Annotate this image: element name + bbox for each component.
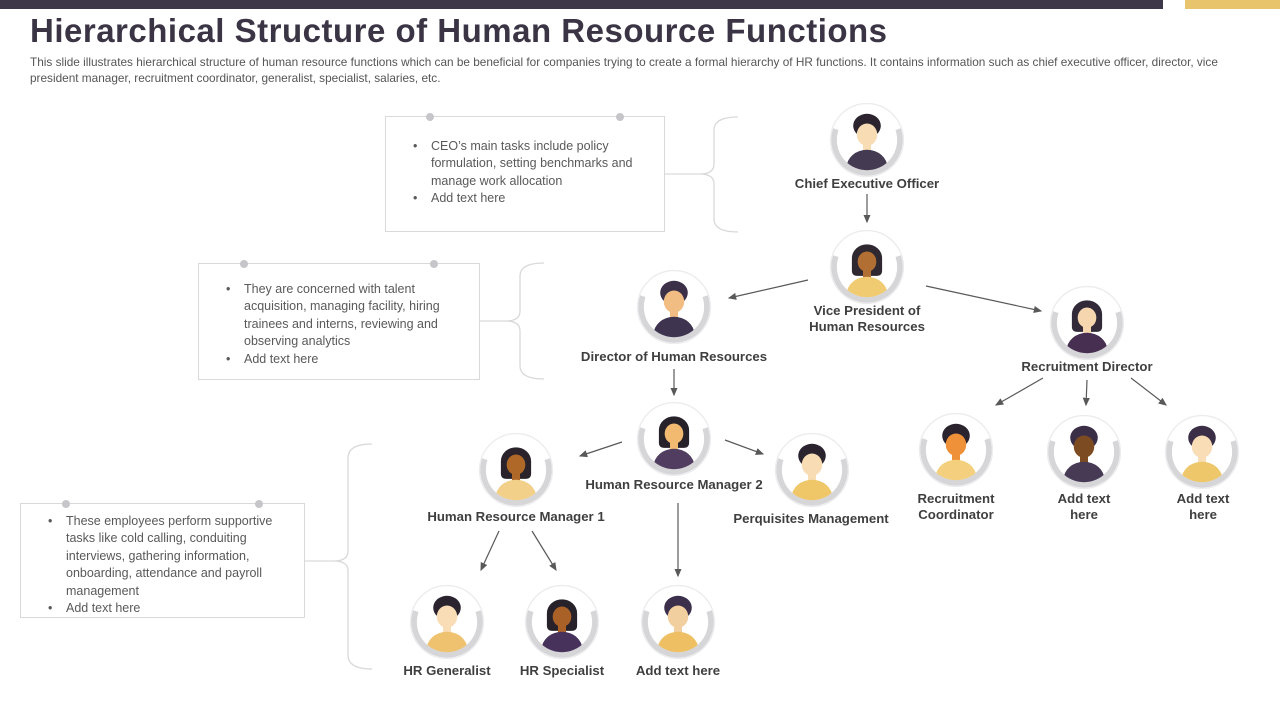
add-text-mid-avatar [1044,412,1124,492]
callout-director-duties: They are concerned with talent acquisiti… [198,260,480,380]
callout-bullet: They are concerned with talent acquisiti… [226,281,469,351]
connector-dot [254,500,263,508]
vp-avatar [827,227,907,307]
slide-description: This slide illustrates hierarchical stru… [30,55,1218,85]
arrow-recdir-add-mid [1082,379,1090,407]
recruitment-coordinator-label: Recruitment Coordinator [917,491,995,523]
callout-bullet: These employees perform supportive tasks… [48,513,294,600]
arrow-hrm1-generalist [480,530,500,572]
connector-dot [615,113,624,121]
hr-specialist-avatar [522,582,602,662]
add-text-right-avatar [1162,412,1242,492]
connector-dot [426,113,435,121]
callout-bullet: Add text here [413,190,654,208]
callout-bullet: Add text here [226,351,469,369]
director-avatar [634,267,714,347]
add-text-mid-label: Add text here [1057,491,1111,523]
vp-label: Vice President of Human Resources [809,303,925,335]
recruitment-coordinator-avatar [916,410,996,490]
arrow-vp-director [727,279,809,300]
top-bar [0,0,1163,9]
callout-bullet: CEO’s main tasks include policy formulat… [413,138,654,190]
connector-dot [62,500,71,508]
arrow-recdir-add-right [1130,377,1167,406]
arrow-vp-recruitment-director [925,285,1043,313]
callout-support-staff: These employees perform supportive tasks… [20,500,305,618]
hr-manager-2-label: Human Resource Manager 2 [585,477,763,492]
add-text-bottom-avatar [638,582,718,662]
hr-manager-1-avatar [476,430,556,510]
arrow-hrm2-hrm1 [578,441,623,458]
add-text-right-label: Add text here [1176,491,1230,523]
ceo-label: Chief Executive Officer [794,176,940,191]
hr-manager-2-avatar [634,399,714,479]
perquisites-label: Perquisites Management [733,511,889,526]
callout-ceo-tasks: CEO’s main tasks include policy formulat… [385,113,665,232]
hr-generalist-avatar [407,582,487,662]
brace-director [480,262,545,380]
arrow-hrm2-perquisites [724,439,765,455]
add-text-bottom-label: Add text here [635,663,721,678]
hr-manager-1-label: Human Resource Manager 1 [427,509,605,524]
recruitment-director-label: Recruitment Director [1021,359,1153,374]
brace-ceo [665,116,739,233]
connector-dot [430,260,439,268]
hr-generalist-label: HR Generalist [403,663,491,678]
recruitment-director-avatar [1047,283,1127,363]
callout-bullet: Add text here [48,600,294,618]
page-title: Hierarchical Structure of Human Resource… [30,12,888,49]
ceo-avatar [827,100,907,180]
hr-specialist-label: HR Specialist [519,663,605,678]
connector-dot [239,260,248,268]
director-label: Director of Human Resources [580,349,768,364]
top-bar-accent-tab [1185,0,1280,9]
perquisites-avatar [772,430,852,510]
arrow-recdir-coordinator [994,377,1044,406]
brace-support [305,443,373,670]
arrow-hrm1-specialist [531,530,557,572]
